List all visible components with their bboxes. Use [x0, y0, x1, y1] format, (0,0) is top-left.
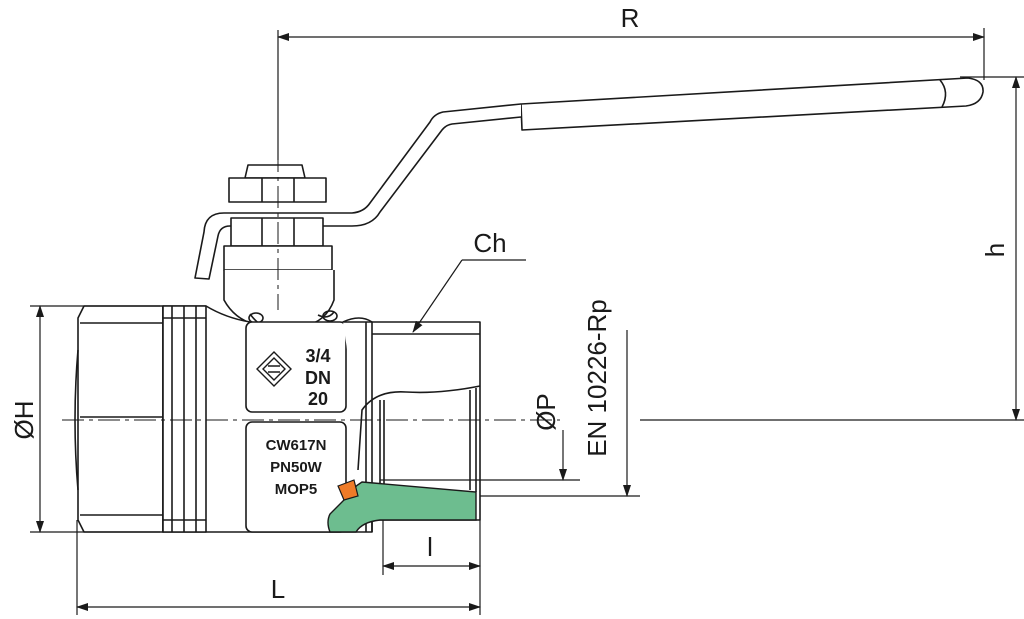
- dimension-R: [277, 28, 985, 160]
- label-standard: EN 10226-Rp: [582, 299, 612, 457]
- leader-Ch: [412, 259, 526, 333]
- dimension-rp: [480, 330, 640, 497]
- valve-body: [162, 305, 373, 533]
- size-inch: 3/4: [305, 346, 330, 366]
- label-OH: ØH: [9, 401, 39, 440]
- label-L: L: [271, 574, 285, 604]
- dimension-l: [382, 520, 481, 615]
- dimension-OP: [380, 430, 580, 481]
- body-marking: 3/4 DN 20 CW617N PN50W MOP5: [266, 346, 331, 498]
- label-l: l: [427, 532, 433, 562]
- pressure-rating: PN50W: [270, 459, 323, 476]
- label-OP: ØP: [531, 393, 561, 431]
- brand-logo-icon: [256, 351, 292, 387]
- seal-section: [327, 479, 477, 533]
- label-h: h: [980, 243, 1010, 257]
- orange-o-ring: [337, 479, 359, 501]
- right-end: [343, 321, 481, 532]
- size-dn-label: DN: [305, 368, 331, 388]
- dimension-h: [640, 76, 1024, 421]
- material-code: CW617N: [266, 437, 327, 454]
- size-dn-value: 20: [308, 389, 328, 409]
- left-end-hex: [74, 305, 164, 533]
- mop-rating: MOP5: [275, 481, 318, 498]
- dimension-L: [76, 520, 481, 615]
- label-R: R: [621, 3, 640, 33]
- lever-handle: [194, 77, 984, 280]
- label-Ch: Ch: [473, 228, 506, 258]
- stem-nut: [223, 164, 338, 327]
- dimension-OH: [30, 305, 160, 533]
